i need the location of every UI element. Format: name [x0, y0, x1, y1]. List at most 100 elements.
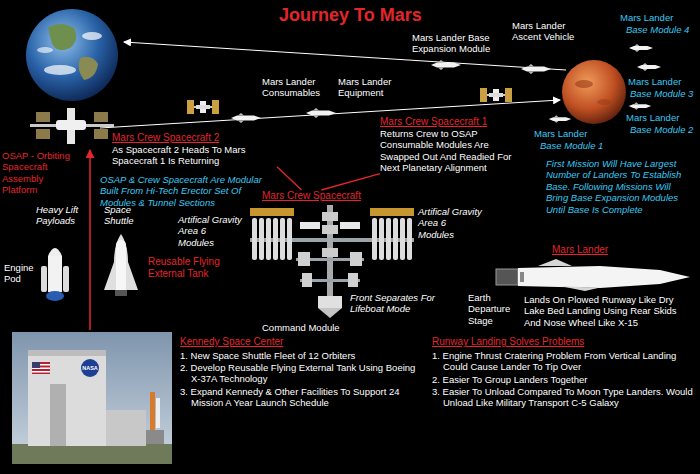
mars-planet — [575, 80, 593, 88]
connector-line — [277, 167, 302, 190]
kennedy-photo — [28, 350, 106, 446]
mars-lander-craft — [518, 266, 690, 288]
trajectory-line — [124, 42, 566, 70]
logo-text: NASA — [81, 365, 99, 372]
crew-spacecraft — [348, 273, 358, 287]
crew-spacecraft — [259, 218, 264, 260]
crew-spacecraft — [322, 248, 338, 257]
osap-station — [56, 120, 86, 130]
trajectory-line — [100, 100, 560, 128]
trajectory-line — [100, 42, 566, 128]
earth-globe — [79, 57, 98, 80]
list-item: 1. Engine Thrust Cratering Problem From … — [432, 350, 694, 373]
kennedy-photo — [12, 332, 172, 464]
kennedy-photo — [12, 444, 172, 464]
kennedy-photo — [12, 332, 172, 464]
module-label: Base Module 1 — [540, 140, 603, 151]
list-item: 2. Easier To Group Landers Together — [432, 374, 694, 385]
crew-spacecraft — [370, 208, 414, 216]
crew-spacecraft — [298, 252, 310, 266]
part-label: Heavy Lift Payloads — [36, 204, 82, 227]
heavy-lift-rocket — [48, 248, 62, 256]
part-label: Front Separates For Lifeboat Mode — [350, 292, 442, 315]
note-text: OSAP & Crew Spacecraft Are Modular Built… — [100, 174, 265, 208]
part-label: Artifical Gravity Area 6 Modules — [418, 206, 482, 240]
earth-globe — [48, 24, 76, 50]
lander-icon — [431, 60, 461, 70]
mars-lander-craft — [496, 269, 518, 285]
mars-lander-craft — [520, 272, 524, 282]
osap-station — [36, 112, 50, 122]
crew-spacecraft — [322, 225, 338, 234]
mars-lander-craft — [496, 259, 690, 291]
lander-icon — [629, 44, 653, 52]
kennedy-photo — [106, 410, 146, 446]
callout-heading: Mars Crew Spacecraft 1 — [380, 116, 530, 128]
crew-spacecraft — [350, 252, 362, 266]
kennedy-photo — [50, 384, 66, 446]
earth-globe — [44, 65, 76, 75]
note-text: First Mission Will Have Largest Number o… — [546, 158, 694, 215]
lander-icon — [521, 64, 551, 74]
connector-line — [321, 174, 380, 190]
kennedy-photo — [81, 359, 99, 377]
callout-heading: Mars Crew Spacecraft — [262, 190, 361, 202]
earth-globe — [26, 9, 118, 101]
heavy-lift-rocket — [48, 256, 62, 292]
part-label: Engine Pod — [4, 262, 36, 285]
callout-body: Returns Crew to OSAP Consumable Modules … — [380, 128, 530, 174]
crew-spacecraft — [318, 296, 342, 308]
crew-spacecraft — [273, 218, 278, 260]
lander-icon — [549, 115, 572, 123]
part-label: Earth Departure Stage — [468, 292, 518, 326]
lander-label: Mars Lander — [534, 128, 587, 139]
part-label: Reusable Flying External Tank — [148, 256, 232, 280]
diagram-title: Journey To Mars — [279, 5, 422, 27]
osap-station — [94, 112, 108, 122]
lander-icon — [629, 102, 652, 110]
mars-planet — [597, 99, 611, 105]
earth-globe — [26, 9, 118, 101]
callout-group: Mars Crew Spacecraft 2As Spacecraft 2 He… — [112, 132, 277, 167]
crew-spacecraft — [287, 218, 292, 260]
lander-label: Mars Lander — [620, 12, 673, 23]
crew-spacecraft — [386, 218, 391, 260]
crew-spacecraft — [393, 218, 398, 260]
kennedy-photo — [28, 350, 106, 356]
section-heading: Runway Landing Solves Problems — [432, 336, 584, 348]
osap-station — [36, 129, 50, 139]
list-item: 2. Develop Reusable Flying External Tank… — [180, 362, 425, 385]
lander-icon — [231, 44, 661, 123]
crew-spacecraft — [266, 218, 271, 260]
section-heading: Kennedy Space Center — [180, 336, 283, 348]
launch-arrow — [89, 150, 91, 330]
crew-spacecraft — [318, 308, 342, 318]
launch-arrow — [90, 150, 91, 330]
kennedy-photo — [156, 398, 160, 428]
lander-label: Mars Lander Ascent Vehicle — [512, 20, 584, 43]
spacecraft-icon — [480, 88, 512, 102]
crew-spacecraft — [400, 218, 405, 260]
crew-spacecraft — [407, 218, 412, 260]
crew-spacecraft — [252, 218, 257, 260]
lander-label: Mars Lander Equipment — [338, 76, 400, 99]
list-item: 3. Expand Kennedy & Other Facilities To … — [180, 386, 425, 409]
earth-globe — [82, 32, 102, 40]
lander-label: Mars Lander Base Expansion Module — [412, 32, 500, 55]
osap-station — [94, 129, 108, 139]
kennedy-photo — [32, 371, 50, 373]
kennedy-photo — [146, 430, 164, 444]
crew-spacecraft — [322, 212, 338, 221]
spacecraft-icon — [187, 100, 219, 114]
callout-group: Mars Crew Spacecraft — [262, 190, 361, 202]
heavy-lift-rocket — [46, 291, 64, 301]
note-text: Lands On Plowed Runway Like Dry Lake Bed… — [524, 294, 692, 328]
lander-label: Mars Lander Consumables — [262, 76, 328, 99]
heavy-lift-rocket — [63, 266, 69, 292]
kennedy-photo — [32, 362, 40, 368]
module-label: Base Module 3 — [630, 88, 693, 99]
lander-label: Mars Lander — [628, 76, 681, 87]
mars-planet — [562, 60, 626, 124]
